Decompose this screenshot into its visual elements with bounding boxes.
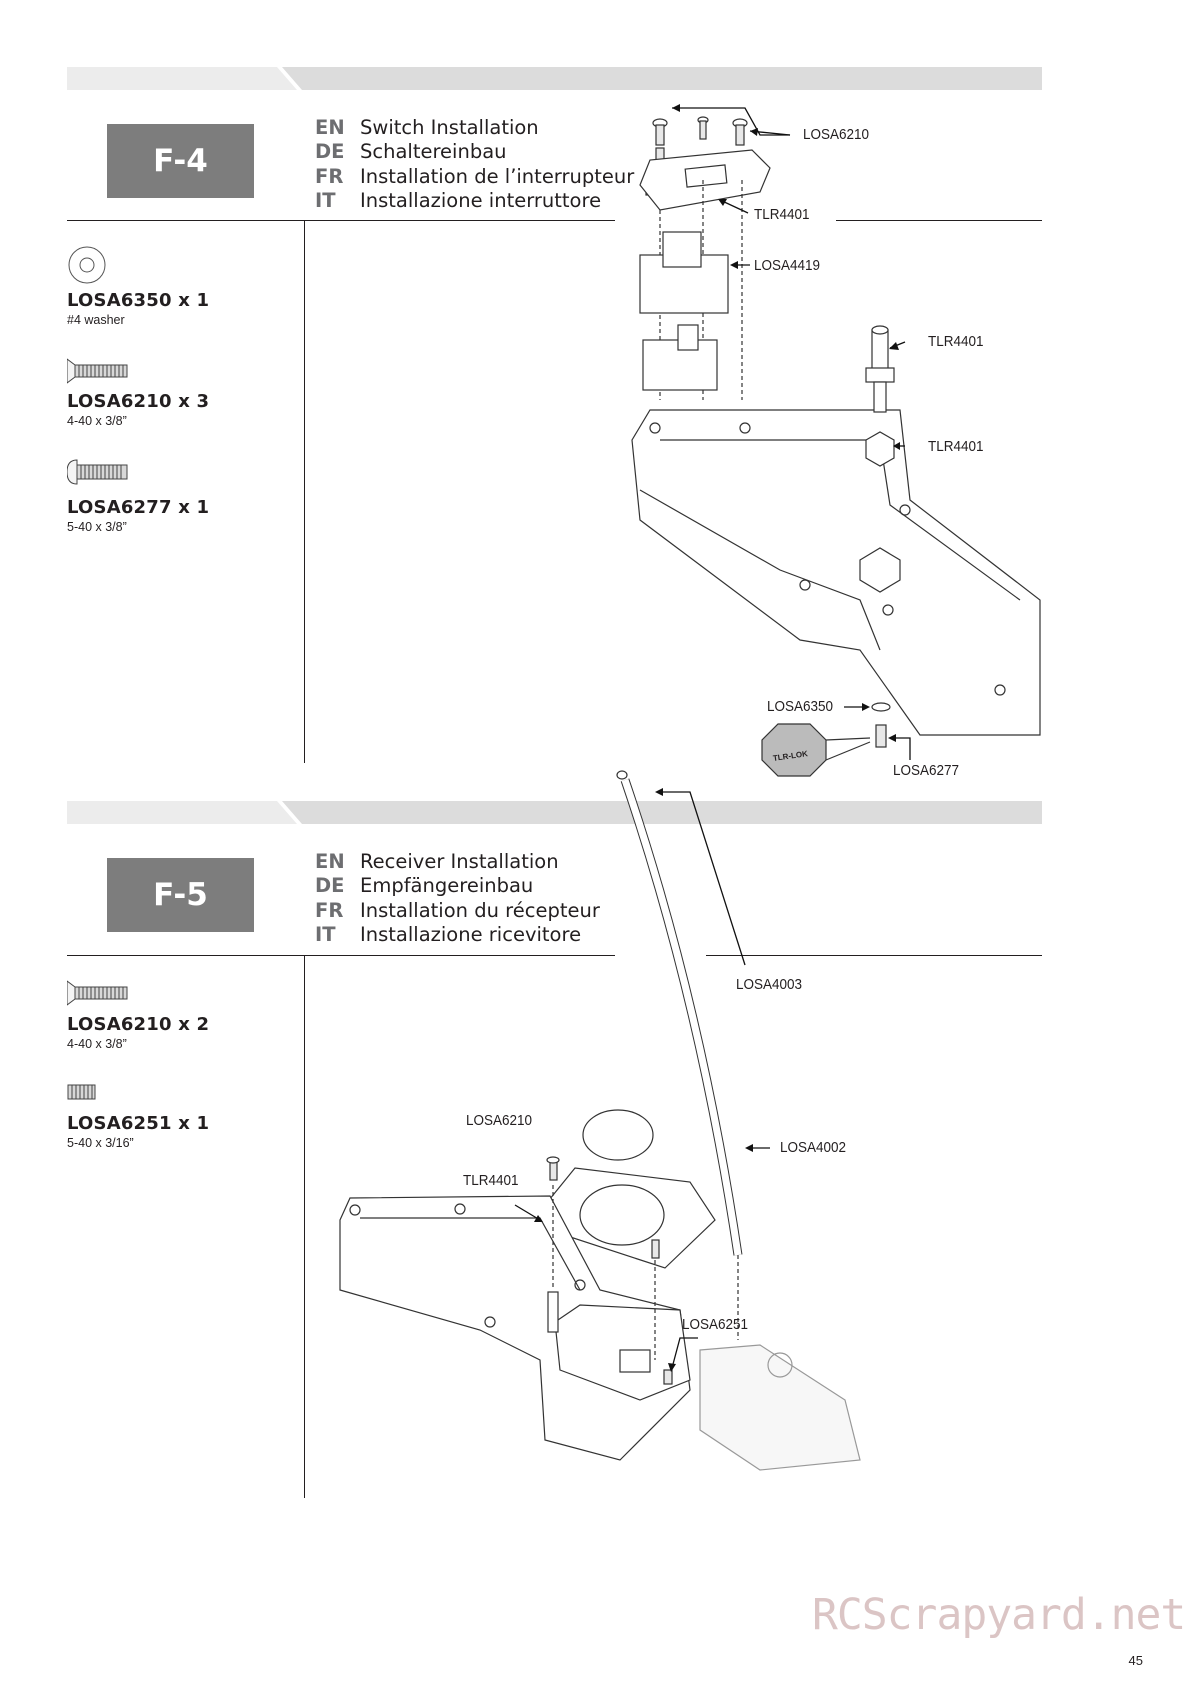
title-row-it: IT Installazione ricevitore — [315, 923, 600, 947]
callout-label: TLR4401 — [754, 206, 810, 223]
callout-label: LOSA4419 — [754, 257, 821, 274]
section-header-band-f5 — [67, 801, 1042, 824]
title-row-de: DE Schaltereinbau — [315, 140, 634, 164]
title-text: Schaltereinbau — [360, 140, 507, 164]
lang-code: EN — [315, 116, 345, 139]
section-divider — [67, 955, 615, 956]
title-row-de: DE Empfängereinbau — [315, 874, 600, 898]
set-screw-icon — [67, 1084, 96, 1100]
title-row-fr: FR Installation de l’interrupteur — [315, 165, 634, 189]
part-name: LOSA6350 x 1 — [67, 290, 210, 311]
title-text: Installazione interruttore — [360, 188, 602, 212]
title-text: Installazione ricevitore — [360, 922, 582, 946]
callout-label: TLR4401 — [928, 333, 984, 350]
part-name: LOSA6210 x 2 — [67, 1014, 210, 1035]
callout-label: LOSA6277 — [893, 762, 960, 779]
part-entry: LOSA6350 x 1 #4 washer — [67, 290, 209, 327]
part-name: LOSA6277 x 1 — [67, 497, 210, 518]
lang-code: IT — [315, 188, 336, 212]
title-text: Switch Installation — [360, 116, 539, 139]
part-name: LOSA6210 x 3 — [67, 391, 210, 412]
title-text: Installation du récepteur — [360, 898, 600, 922]
lang-code: EN — [315, 850, 345, 873]
lang-code: DE — [315, 140, 345, 164]
parts-column-divider — [304, 220, 305, 763]
title-text: Empfängereinbau — [360, 874, 534, 898]
page-number: 45 — [1128, 1653, 1143, 1668]
lang-code: FR — [315, 164, 344, 188]
part-name: LOSA6251 x 1 — [67, 1113, 210, 1134]
lang-code: IT — [315, 922, 336, 946]
callout-label: LOSA6350 — [767, 698, 834, 715]
callout-label: LOSA6210 — [803, 126, 870, 143]
screw-left — [652, 118, 668, 146]
part-description: 5-40 x 3/16” — [67, 1136, 134, 1150]
part-description: 4-40 x 3/8” — [67, 1037, 127, 1051]
section-divider — [67, 220, 615, 221]
title-text: Installation de l’interrupteur — [360, 164, 635, 188]
part-entry: LOSA6210 x 2 4-40 x 3/8” — [67, 1014, 209, 1051]
callout-label: LOSA4002 — [780, 1139, 847, 1156]
title-row-en: EN Receiver Installation — [315, 850, 600, 874]
watermark: RCScrapyard.net — [812, 1590, 1186, 1640]
step-titles: EN Switch Installation DE Schaltereinbau F… — [315, 116, 634, 213]
washer-icon — [68, 246, 106, 284]
callout-label: LOSA4003 — [736, 976, 803, 993]
part-description: 5-40 x 3/8” — [67, 520, 127, 534]
lang-code: DE — [315, 874, 345, 898]
buttonhead-screw-icon — [67, 459, 128, 485]
title-row-it: IT Installazione interruttore — [315, 189, 634, 213]
callout-label: LOSA6251 — [682, 1316, 749, 1333]
screw-mid — [697, 116, 709, 140]
step-badge: F-5 — [107, 858, 254, 932]
callout-label: LOSA6210 — [466, 1112, 533, 1129]
part-description: 4-40 x 3/8” — [67, 414, 127, 428]
callout-label: TLR4401 — [463, 1172, 519, 1189]
lang-code: FR — [315, 898, 344, 922]
screw-right — [732, 118, 748, 146]
section-header-band-f4 — [67, 67, 1042, 90]
callout-label: TLR4401 — [928, 438, 984, 455]
part-entry: LOSA6210 x 3 4-40 x 3/8” — [67, 391, 209, 428]
part-entry: LOSA6251 x 1 5-40 x 3/16” — [67, 1113, 209, 1150]
part-description: #4 washer — [67, 313, 125, 327]
step-number: F-5 — [153, 877, 208, 913]
section-divider — [836, 220, 1042, 221]
flathead-screw-icon — [67, 358, 128, 384]
step-number: F-4 — [153, 143, 208, 179]
title-row-en: EN Switch Installation — [315, 116, 634, 140]
flathead-screw-icon — [67, 980, 128, 1006]
section-divider — [706, 955, 1042, 956]
step-titles: EN Receiver Installation DE Empfängereinba… — [315, 850, 600, 947]
parts-column-divider — [304, 955, 305, 1498]
part-entry: LOSA6277 x 1 5-40 x 3/8” — [67, 497, 209, 534]
title-text: Receiver Installation — [360, 850, 559, 873]
step-badge: F-4 — [107, 124, 254, 198]
title-row-fr: FR Installation du récepteur — [315, 899, 600, 923]
